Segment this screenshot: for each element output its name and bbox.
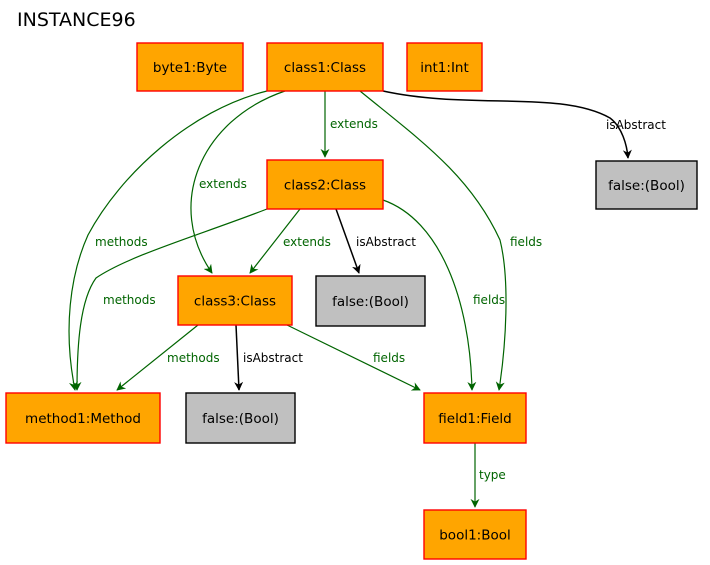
- node-false3[interactable]: false:(Bool): [185, 392, 296, 444]
- edge-line: [68, 90, 268, 391]
- edge-line: [190, 90, 286, 274]
- node-box: [423, 392, 527, 444]
- node-box: [315, 275, 426, 327]
- node-class2[interactable]: class2:Class: [266, 159, 384, 210]
- edge-label-methods: methods: [167, 351, 220, 365]
- node-label: false:(Bool): [202, 411, 279, 427]
- edge-line: [359, 90, 507, 391]
- node-class1[interactable]: class1:Class: [266, 42, 384, 92]
- edge-class2-false2: isAbstract: [335, 208, 416, 274]
- edge-class3-method1: methods: [116, 324, 220, 391]
- node-box: [595, 160, 698, 210]
- edge-line: [335, 208, 361, 274]
- edge-label-isabstract: isAbstract: [356, 235, 416, 249]
- node-box: [423, 509, 527, 560]
- edge-label-isabstract: isAbstract: [243, 351, 303, 365]
- edge-label-methods: methods: [103, 293, 156, 307]
- edge-field1-bool1: type: [470, 443, 506, 508]
- node-box: [177, 275, 293, 326]
- diagram-title: INSTANCE96: [17, 9, 136, 31]
- node-label: method1:Method: [25, 411, 141, 427]
- edge-class3-false3: isAbstract: [234, 324, 303, 391]
- node-label: false:(Bool): [332, 294, 409, 310]
- node-int1[interactable]: int1:Int: [406, 42, 483, 92]
- edge-class3-field1: fields: [286, 324, 421, 391]
- edge-label-isabstract: isAbstract: [606, 118, 666, 132]
- edge-line: [234, 324, 244, 391]
- node-method1[interactable]: method1:Method: [5, 392, 161, 444]
- edge-line: [116, 324, 199, 391]
- edge-line: [382, 199, 477, 391]
- edges-layer: extends isAbstract extends methods fields ext…: [68, 90, 666, 508]
- edge-label-extends: extends: [199, 177, 247, 191]
- node-box: [266, 42, 384, 92]
- node-bool1[interactable]: bool1:Bool: [423, 509, 527, 560]
- node-label: int1:Int: [420, 60, 469, 76]
- edge-class2-method1: methods: [72, 208, 268, 391]
- node-label: byte1:Byte: [153, 60, 227, 76]
- node-false2[interactable]: false:(Bool): [315, 275, 426, 327]
- node-label: field1:Field: [438, 411, 511, 427]
- edge-label-fields: fields: [510, 235, 542, 249]
- edge-class1-false1: isAbstract: [382, 90, 666, 159]
- edge-class1-field1: fields: [359, 90, 542, 391]
- node-label: class3:Class: [194, 294, 276, 310]
- edge-label-extends: extends: [283, 235, 331, 249]
- node-label: false:(Bool): [608, 178, 685, 194]
- node-field1[interactable]: field1:Field: [423, 392, 527, 444]
- edge-label-type: type: [479, 468, 506, 482]
- edge-line: [286, 324, 421, 391]
- edge-label-methods: methods: [95, 235, 148, 249]
- edge-line: [382, 90, 632, 159]
- node-box: [406, 42, 483, 92]
- edge-class2-field1: fields: [382, 199, 505, 391]
- node-label: bool1:Bool: [439, 528, 511, 544]
- node-false1[interactable]: false:(Bool): [595, 160, 698, 210]
- edge-class1-method1: methods: [68, 90, 268, 391]
- node-label: class1:Class: [284, 60, 366, 76]
- edge-line: [249, 208, 301, 274]
- edge-label-fields: fields: [373, 351, 405, 365]
- edge-label-fields: fields: [473, 293, 505, 307]
- edge-label-extends: extends: [330, 117, 378, 131]
- node-class3[interactable]: class3:Class: [177, 275, 293, 326]
- node-label: class2:Class: [284, 178, 366, 194]
- node-box: [266, 159, 384, 210]
- node-box: [136, 42, 244, 92]
- node-byte1[interactable]: byte1:Byte: [136, 42, 244, 92]
- edge-class1-class3: extends: [190, 90, 286, 274]
- node-box: [5, 392, 161, 444]
- node-box: [185, 392, 296, 444]
- edge-class1-class2: extends: [320, 91, 378, 158]
- nodes-layer: byte1:Byte class1:Class int1:Int class2:Cla…: [5, 42, 698, 560]
- edge-class2-class3: extends: [249, 208, 331, 274]
- edge-line: [72, 208, 268, 391]
